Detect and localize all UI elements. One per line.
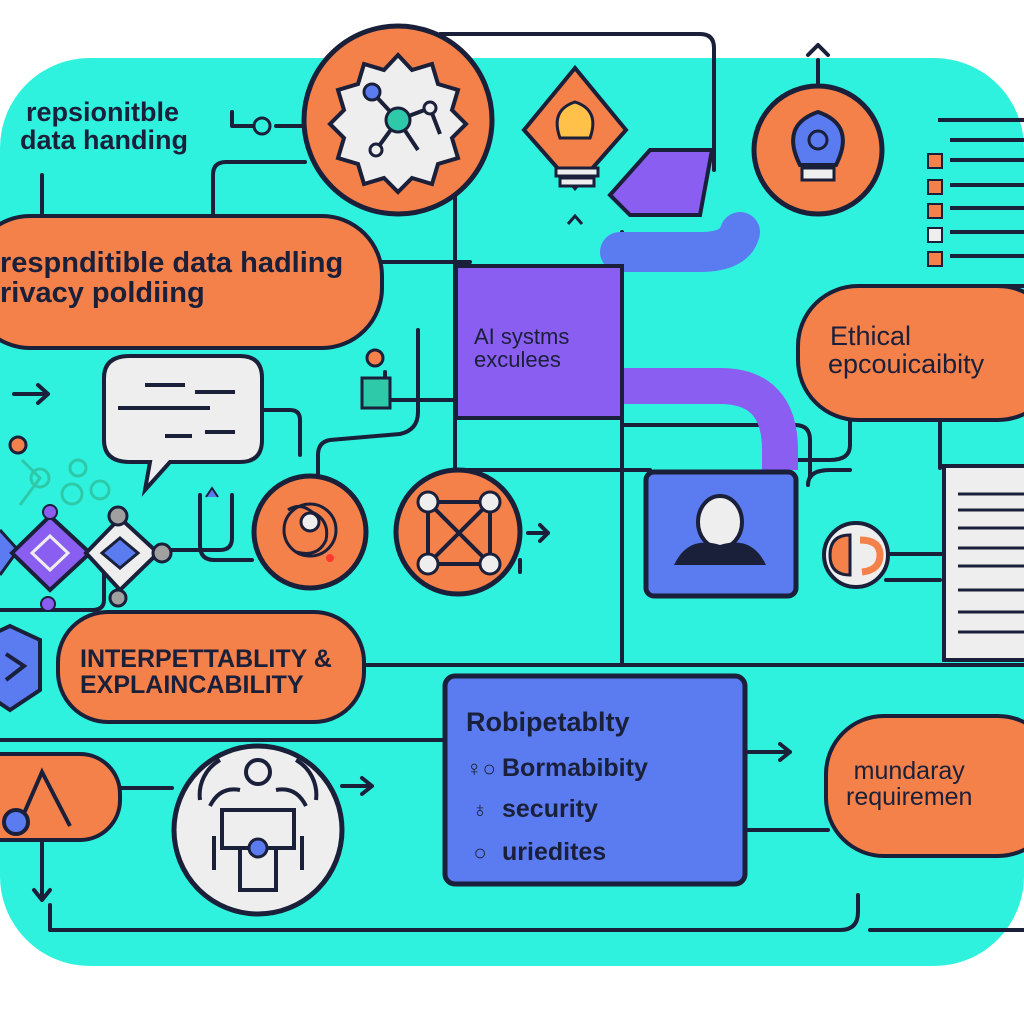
robustness-item-label: Bormabibity — [502, 754, 648, 782]
lightbulb-icon — [521, 64, 629, 225]
privacy-pill — [0, 214, 384, 350]
bottom-left-node — [0, 752, 122, 842]
ethical-pill — [796, 284, 1024, 422]
document-list-icon — [927, 118, 1024, 267]
robustness-item: ○ uriedites — [466, 838, 606, 867]
robustness-title: Robipetablty — [466, 707, 630, 737]
ai-systems-label: AI systms exculees — [474, 324, 570, 373]
people-network-icon — [171, 743, 345, 917]
privacy-label: respnditible data hadling rivacy poldiin… — [0, 247, 344, 310]
mundaray-pill — [824, 714, 1024, 858]
idea-bulb-icon — [751, 83, 885, 217]
robustness-box — [442, 673, 748, 887]
purple-hexagon-block — [607, 148, 715, 217]
robustness-item-label: uriedites — [502, 838, 607, 866]
molecule-icon — [8, 435, 111, 506]
robustness-item: ♀○ Bormabibity — [466, 754, 648, 783]
mundaray-label: mundaray requiremen — [846, 757, 973, 812]
circuit-nodes-icon — [252, 116, 392, 410]
small-circle-node — [205, 486, 219, 498]
interpretability-label: INTERPETTABLITY & EXPLAINCABILITY — [80, 645, 332, 700]
robustness-item: ♁ security — [466, 795, 598, 824]
orbit-node-icon — [251, 473, 369, 591]
chat-bubble-icon — [102, 354, 264, 497]
purple-pipe — [622, 368, 798, 470]
network-gear-icon — [301, 23, 495, 217]
blue-pipe — [600, 212, 760, 272]
person-circle-icon: ♀○ — [466, 755, 496, 781]
circle-icon: ○ — [473, 839, 487, 865]
interpretability-pill — [56, 610, 366, 724]
document-icon — [942, 464, 1024, 662]
square-network-icon — [393, 467, 523, 597]
diamond-chain-icon — [0, 504, 173, 612]
user-profile-card — [643, 469, 799, 599]
top-data-handling-label: repsionitble data handing — [20, 97, 188, 156]
ethical-label: Ethical epcouicaibity — [828, 321, 985, 380]
half-circle-node-icon — [822, 521, 890, 589]
robustness-item-label: security — [502, 795, 598, 823]
ai-systems-block — [454, 264, 624, 420]
user-icon: ♁ — [471, 796, 489, 822]
shield-icon — [0, 623, 42, 713]
